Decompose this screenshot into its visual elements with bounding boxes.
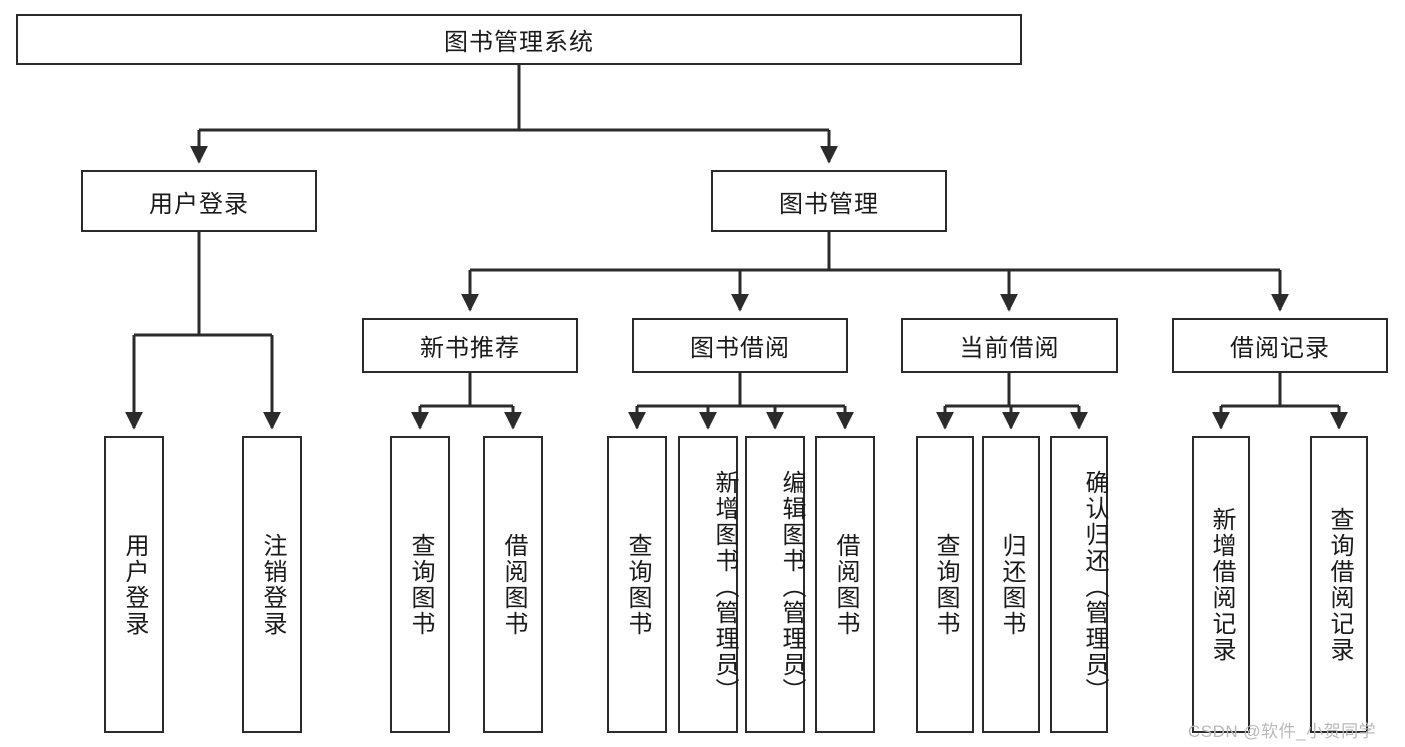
leaf-user-login[interactable]: 用户登录 (104, 436, 164, 733)
leaf-return-book[interactable]: 归还图书 (982, 436, 1040, 733)
leaf-add-book-admin[interactable]: 新增图书（管理员） (678, 436, 738, 733)
csdn-watermark: CSDN @软件_小贺同学 (1188, 722, 1377, 741)
node-root[interactable]: 图书管理系统 (16, 14, 1022, 65)
node-user-login-group[interactable]: 用户登录 (81, 170, 317, 232)
leaf-query-book-recommend[interactable]: 查询图书 (390, 436, 450, 733)
node-book-management-group[interactable]: 图书管理 (711, 170, 947, 232)
leaf-logout[interactable]: 注销登录 (242, 436, 302, 733)
leaf-confirm-return-admin[interactable]: 确认归还（管理员） (1050, 436, 1108, 733)
leaf-query-book-borrow[interactable]: 查询图书 (607, 436, 667, 733)
node-borrow-record[interactable]: 借阅记录 (1172, 318, 1388, 373)
node-new-book-recommend[interactable]: 新书推荐 (362, 318, 578, 373)
leaf-query-borrow-record[interactable]: 查询借阅记录 (1310, 436, 1368, 733)
leaf-borrow-book-recommend[interactable]: 借阅图书 (483, 436, 543, 733)
leaf-edit-book-admin[interactable]: 编辑图书（管理员） (745, 436, 805, 733)
leaf-add-borrow-record[interactable]: 新增借阅记录 (1192, 436, 1250, 733)
leaf-query-book-current[interactable]: 查询图书 (916, 436, 974, 733)
leaf-borrow-book[interactable]: 借阅图书 (815, 436, 875, 733)
node-book-borrow[interactable]: 图书借阅 (632, 318, 848, 373)
node-current-borrow[interactable]: 当前借阅 (901, 318, 1118, 373)
